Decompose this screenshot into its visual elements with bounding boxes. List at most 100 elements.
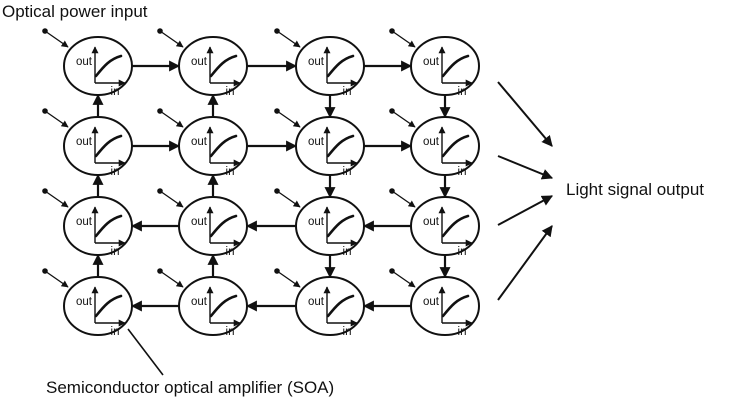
out-axis-label: out [423, 136, 440, 148]
soa-ellipse [63, 116, 133, 176]
gain-curve [326, 54, 355, 78]
gain-curve [326, 214, 355, 238]
soa-cell-r1-c4: out in [389, 28, 480, 98]
soa-ellipse [178, 276, 248, 336]
out-axis-label: out [76, 56, 93, 68]
in-axis-label: in [226, 326, 235, 338]
in-axis-label: in [111, 86, 120, 98]
in-axis-label: in [458, 166, 467, 178]
input-arrow [159, 190, 184, 208]
in-axis-label: in [458, 86, 467, 98]
out-axis-label: out [191, 56, 208, 68]
out-axis-label: out [308, 136, 325, 148]
soa-cell-r1-c3: out in [274, 28, 365, 98]
soa-cell-r4-c3: out in [274, 268, 365, 338]
soa-cell-r3-c2: out in [157, 188, 248, 258]
soa-cell-r2-c1: out in [42, 108, 133, 178]
soa-ellipse [410, 116, 480, 176]
output-arrow-2 [497, 155, 554, 180]
input-arrow [391, 30, 416, 48]
output-arrow-1 [497, 81, 553, 147]
soa-cell-r4-c4: out in [389, 268, 480, 338]
out-axis-label: out [308, 56, 325, 68]
soa-cell-r3-c4: out in [389, 188, 480, 258]
soa-ellipse [63, 36, 133, 96]
input-arrow [391, 270, 416, 288]
out-axis-label: out [76, 216, 93, 228]
gain-curve [441, 134, 470, 158]
light-signal-output-label: Light signal output [566, 180, 704, 199]
out-axis-label: out [308, 216, 325, 228]
out-axis-label: out [423, 56, 440, 68]
gain-curve [209, 214, 238, 238]
in-axis-label: in [343, 246, 352, 258]
in-axis-label: in [343, 326, 352, 338]
soa-cell-r3-c1: out in [42, 188, 133, 258]
in-axis-label: in [111, 246, 120, 258]
input-arrow [391, 110, 416, 128]
input-arrow [276, 270, 301, 288]
in-axis-label: in [226, 86, 235, 98]
output-arrow-4 [497, 225, 553, 301]
output-arrows [497, 81, 554, 301]
gain-curve [94, 294, 123, 318]
input-arrow [44, 30, 69, 48]
input-arrow [391, 190, 416, 208]
soa-cell-r4-c2: out in [157, 268, 248, 338]
in-axis-label: in [343, 166, 352, 178]
input-arrow [276, 30, 301, 48]
cells-layer: out in out in out in out in out in out in out in out in… [42, 28, 480, 338]
soa-ellipse [63, 196, 133, 256]
out-axis-label: out [308, 296, 325, 308]
soa-ellipse [178, 116, 248, 176]
links-layer [92, 60, 451, 312]
input-arrow [276, 190, 301, 208]
gain-curve [326, 294, 355, 318]
soa-ellipse [295, 116, 365, 176]
in-axis-label: in [343, 86, 352, 98]
soa-cell-r2-c3: out in [274, 108, 365, 178]
soa-cell-r1-c2: out in [157, 28, 248, 98]
out-axis-label: out [423, 216, 440, 228]
input-arrow [44, 190, 69, 208]
out-axis-label: out [423, 296, 440, 308]
gain-curve [326, 134, 355, 158]
in-axis-label: in [458, 326, 467, 338]
out-axis-label: out [191, 296, 208, 308]
gain-curve [209, 294, 238, 318]
soa-ellipse [410, 196, 480, 256]
soa-ellipse [295, 36, 365, 96]
soa-label: Semiconductor optical amplifier (SOA) [46, 378, 334, 397]
gain-curve [94, 134, 123, 158]
out-axis-label: out [191, 216, 208, 228]
input-arrow [159, 110, 184, 128]
out-axis-label: out [191, 136, 208, 148]
output-arrow-3 [497, 195, 553, 226]
input-arrow [44, 110, 69, 128]
soa-cell-r1-c1: out in [42, 28, 133, 98]
soa-ellipse [178, 196, 248, 256]
gain-curve [209, 134, 238, 158]
soa-cell-r2-c4: out in [389, 108, 480, 178]
soa-ellipse [410, 276, 480, 336]
input-arrow [276, 110, 301, 128]
in-axis-label: in [111, 166, 120, 178]
in-axis-label: in [458, 246, 467, 258]
in-axis-label: in [226, 246, 235, 258]
in-axis-label: in [226, 166, 235, 178]
optical-power-input-label: Optical power input [2, 2, 148, 21]
gain-curve [209, 54, 238, 78]
gain-curve [441, 294, 470, 318]
soa-ellipse [410, 36, 480, 96]
in-axis-label: in [111, 326, 120, 338]
soa-ellipse [178, 36, 248, 96]
gain-curve [441, 54, 470, 78]
input-arrow [44, 270, 69, 288]
gain-curve [94, 214, 123, 238]
soa-ellipse [295, 276, 365, 336]
gain-curve [94, 54, 123, 78]
out-axis-label: out [76, 136, 93, 148]
soa-cell-r2-c2: out in [157, 108, 248, 178]
